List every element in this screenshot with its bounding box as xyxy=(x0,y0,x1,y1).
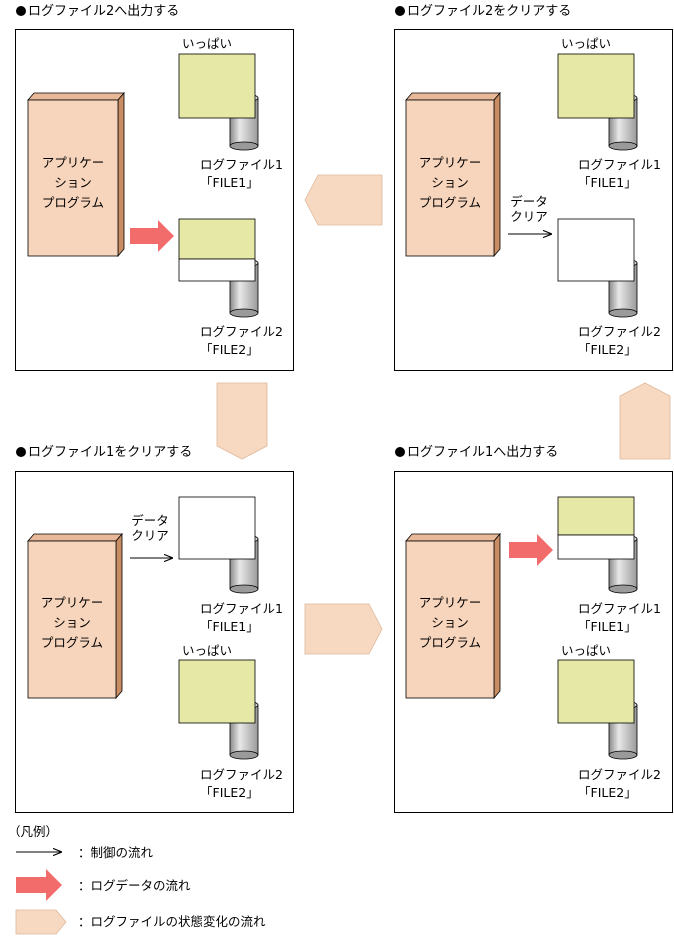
log-file-2-full-buffer xyxy=(557,659,635,724)
log-file-1-label: ログファイル1 xyxy=(578,157,661,172)
panel-title-text: ログファイル2をクリアする xyxy=(407,4,572,19)
log-file-2-label: ログファイル2 xyxy=(578,324,661,339)
app-label-line: アプリケー xyxy=(40,595,104,610)
log-data-arrow xyxy=(130,220,174,252)
application-box xyxy=(27,532,123,700)
log-file-1-id: 「FILE1」 xyxy=(200,175,259,190)
log-file-2-label: ログファイル2 xyxy=(200,324,283,339)
lower-status-label: いっぱい xyxy=(561,643,612,658)
bullet-icon xyxy=(16,6,26,16)
data-clear-line: データ xyxy=(131,513,169,528)
log-file-2-cleared-buffer xyxy=(557,218,635,282)
state-arrow-right xyxy=(304,603,383,655)
legend-control-flow-label: ：制御の流れ xyxy=(78,845,154,860)
panel-2-title: ログファイル2をクリアする xyxy=(395,4,571,20)
log-file-2-id: 「FILE2」 xyxy=(200,342,259,357)
state-arrow-down xyxy=(216,382,268,460)
log-file-1-id: 「FILE1」 xyxy=(578,619,637,634)
log-file-1-cleared-buffer xyxy=(178,496,256,560)
app-label: アプリケー ション プログラム xyxy=(28,155,118,210)
log-file-2-id: 「FILE2」 xyxy=(578,785,637,800)
log-file-1-full-buffer xyxy=(178,53,256,119)
log-file-2-label: ログファイル2 xyxy=(200,767,283,782)
panel-1-title: ログファイル2へ出力する xyxy=(16,4,179,20)
legend-log-data-flow-label: ：ログデータの流れ xyxy=(78,878,191,893)
log-file-2-partial-fill xyxy=(178,218,256,260)
log-file-2-id: 「FILE2」 xyxy=(578,342,637,357)
data-clear-line: クリア xyxy=(131,528,169,543)
application-box xyxy=(405,532,501,700)
app-label: アプリケー ション プログラム xyxy=(28,595,116,650)
app-label-line: アプリケー xyxy=(418,155,482,170)
legend-state-arrow-icon xyxy=(15,909,67,935)
panel-4-title: ログファイル1へ出力する xyxy=(395,445,558,461)
panel-3-title: ログファイル1をクリアする xyxy=(16,445,192,461)
bullet-icon xyxy=(395,447,405,457)
panel-3-graphics xyxy=(27,496,259,760)
data-clear-line: データ xyxy=(510,194,548,209)
app-label-line: プログラム xyxy=(418,195,482,210)
legend-heading: （凡例） xyxy=(8,824,59,839)
panel-title-text: ログファイル2へ出力する xyxy=(28,4,180,19)
app-label-line: アプリケー xyxy=(418,595,482,610)
panel-4-graphics xyxy=(405,496,638,760)
panel-2-graphics xyxy=(405,53,638,318)
app-label-line: プログラム xyxy=(40,635,104,650)
upper-status-label: いっぱい xyxy=(182,36,233,51)
log-file-1-label: ログファイル1 xyxy=(200,157,283,172)
application-box xyxy=(27,91,125,258)
app-label-line: アプリケー xyxy=(41,155,105,170)
log-file-1-label: ログファイル1 xyxy=(578,601,661,616)
application-box xyxy=(405,91,501,258)
state-arrow-up xyxy=(619,382,671,460)
app-label-line: ション xyxy=(53,615,91,630)
log-file-1-id: 「FILE1」 xyxy=(200,619,259,634)
app-label: アプリケー ション プログラム xyxy=(406,595,494,650)
log-file-1-label: ログファイル1 xyxy=(200,601,283,616)
log-data-arrow xyxy=(509,534,553,566)
app-label-line: ション xyxy=(431,175,469,190)
log-file-1-empty-area xyxy=(557,534,635,560)
legend-data-arrow-icon xyxy=(16,869,62,901)
panel-title-text: ログファイル1へ出力する xyxy=(407,445,559,460)
log-file-1-id: 「FILE1」 xyxy=(578,175,637,190)
panel-title-text: ログファイル1をクリアする xyxy=(28,445,193,460)
app-label-line: プログラム xyxy=(41,195,105,210)
bullet-icon xyxy=(16,447,26,457)
bullet-icon xyxy=(395,6,405,16)
app-label-line: ション xyxy=(431,615,469,630)
upper-status-label: いっぱい xyxy=(561,36,612,51)
data-clear-label: データ クリア xyxy=(503,194,555,224)
log-file-2-id: 「FILE2」 xyxy=(200,785,259,800)
lower-status-label: いっぱい xyxy=(182,643,233,658)
panel-1-graphics xyxy=(27,53,259,318)
log-file-1-partial-fill xyxy=(557,496,635,536)
log-file-2-full-buffer xyxy=(178,659,256,724)
log-file-1-full-buffer xyxy=(557,53,635,119)
log-file-2-label: ログファイル2 xyxy=(578,767,661,782)
data-clear-label: データ クリア xyxy=(124,513,176,543)
legend-state-flow-label: ：ログファイルの状態変化の流れ xyxy=(78,914,266,929)
log-file-2-empty-area xyxy=(178,258,256,282)
app-label-line: ション xyxy=(54,175,92,190)
state-arrow-left xyxy=(304,174,383,226)
app-label-line: プログラム xyxy=(418,635,482,650)
data-clear-line: クリア xyxy=(510,209,548,224)
app-label: アプリケー ション プログラム xyxy=(406,155,494,210)
